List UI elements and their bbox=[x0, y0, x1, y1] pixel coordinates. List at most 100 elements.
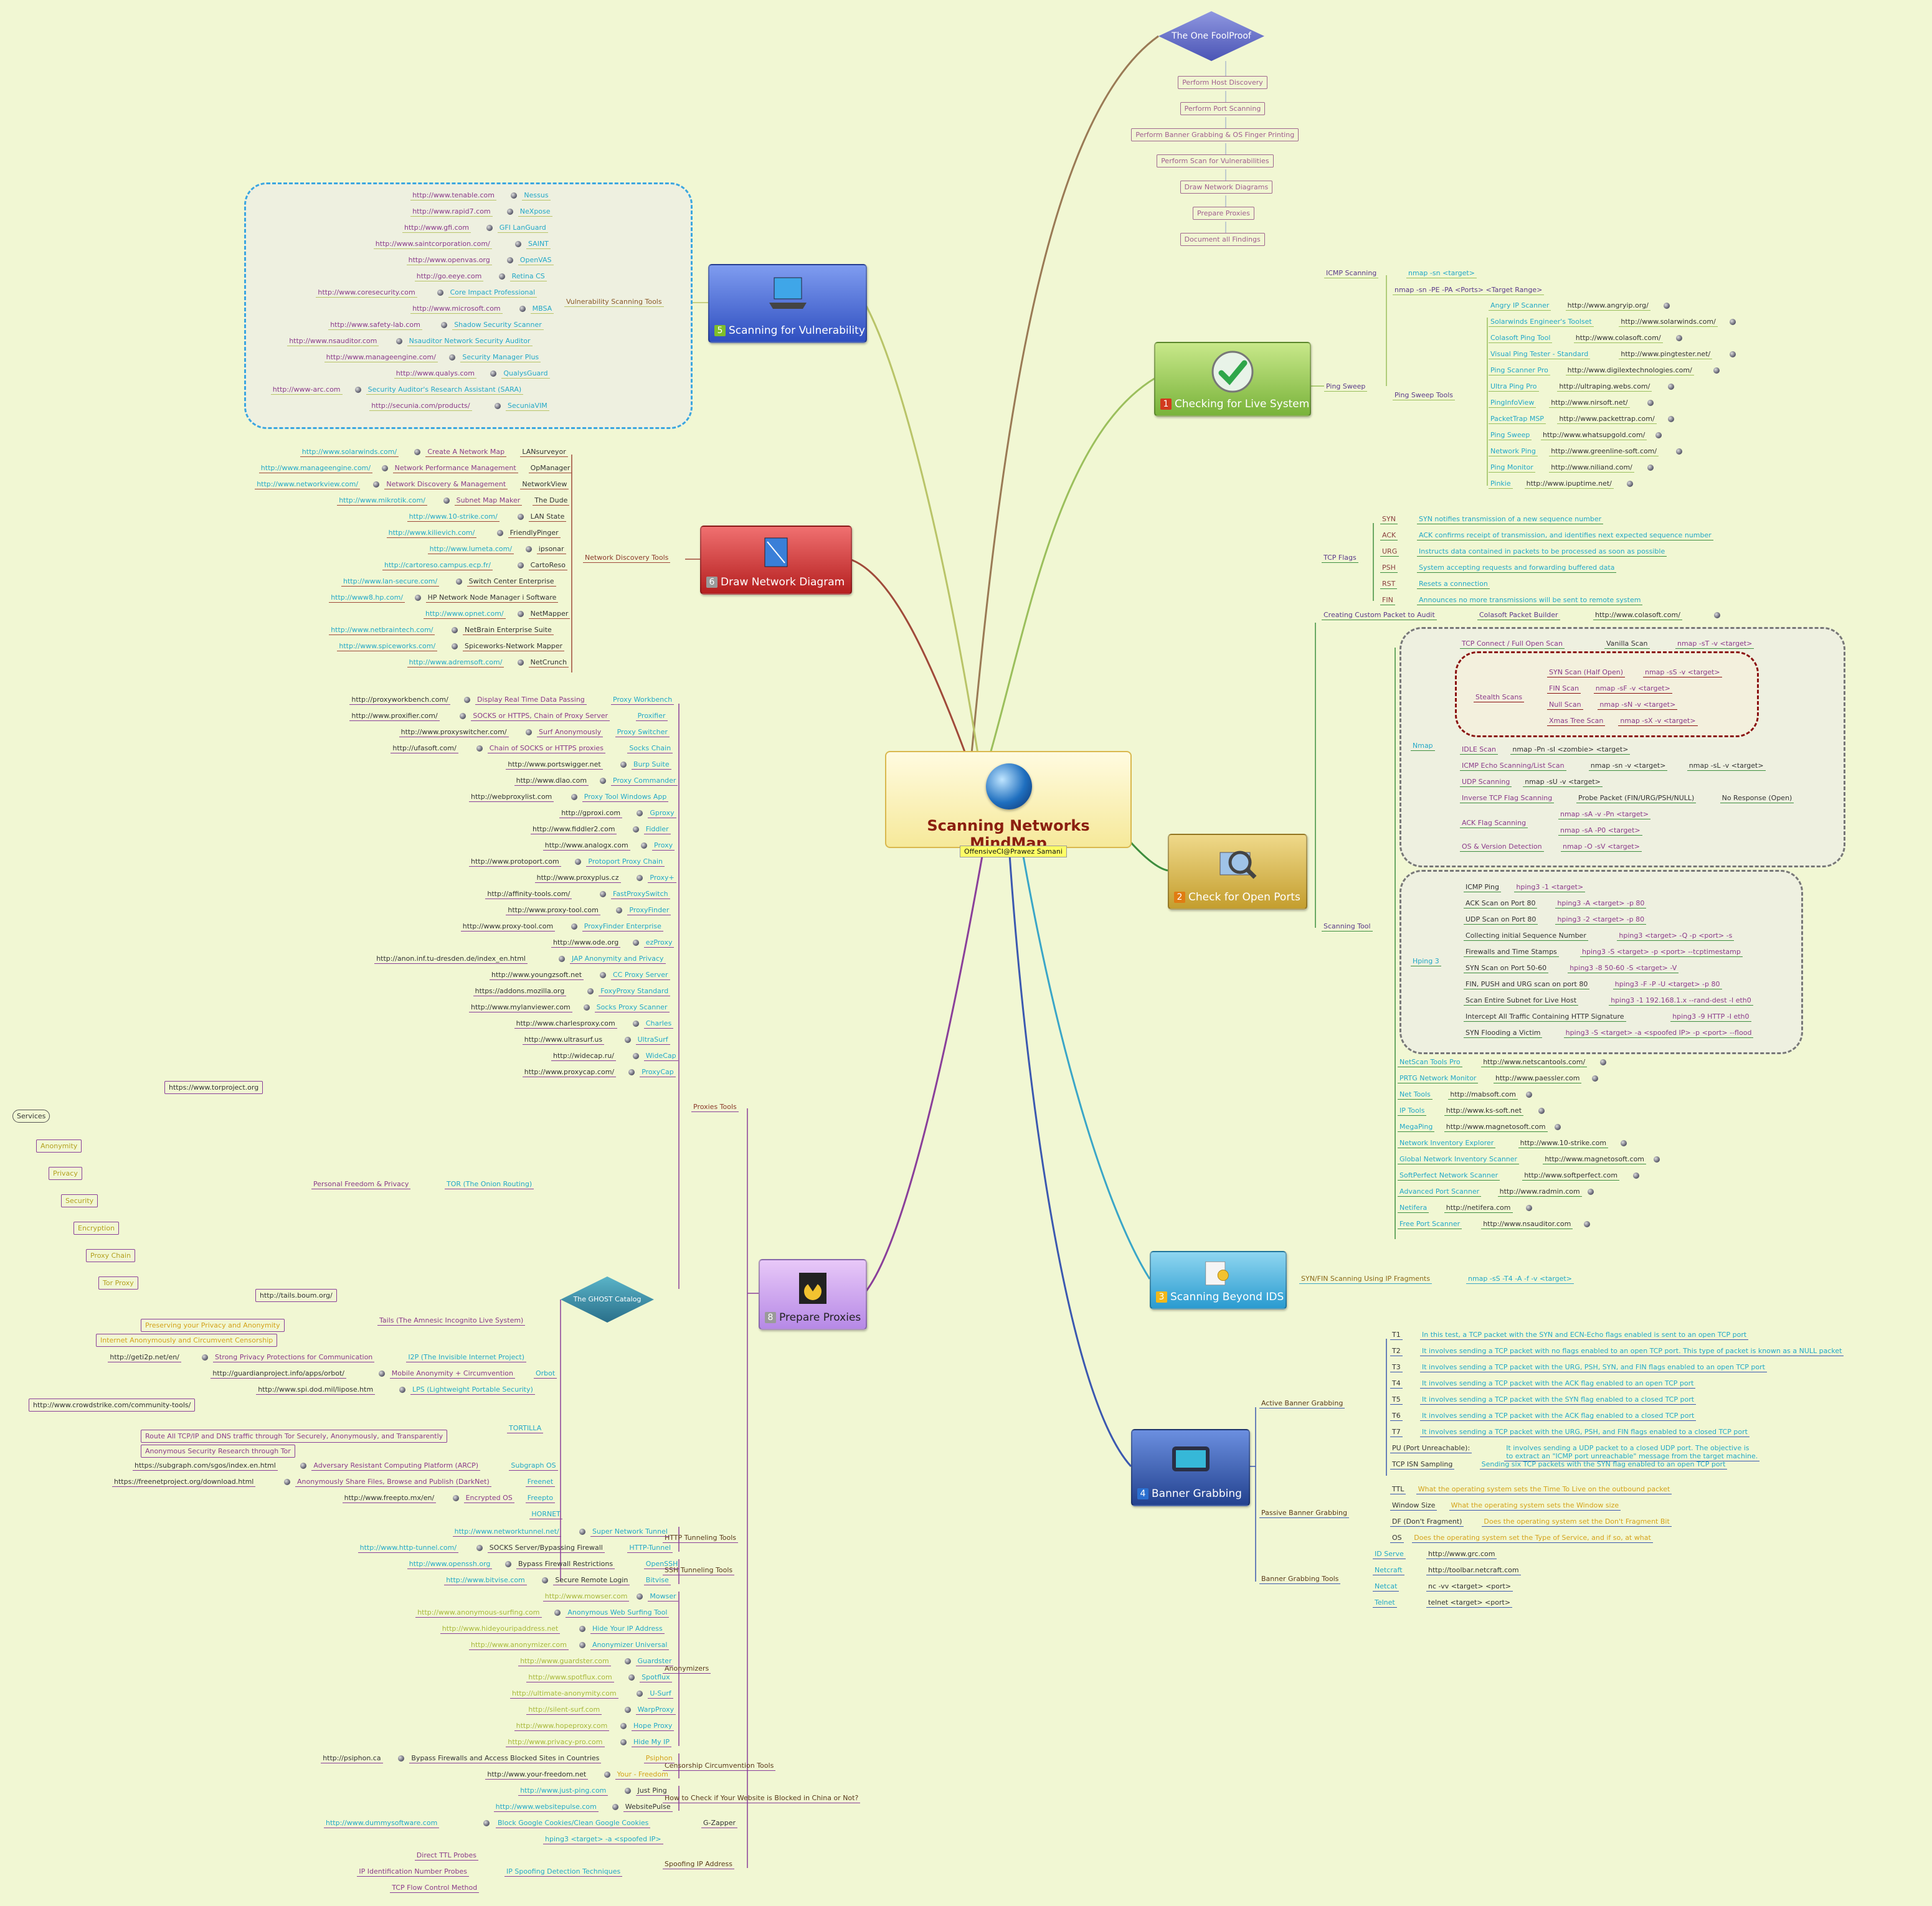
foolproof-step[interactable]: Prepare Proxies bbox=[1193, 207, 1254, 220]
tortilla-desc[interactable]: Route All TCP/IP and DNS traffic through… bbox=[141, 1430, 448, 1443]
custom-packet-tool[interactable]: Colasoft Packet Builder bbox=[1477, 610, 1560, 620]
tor-label[interactable]: TOR (The Onion Routing) bbox=[445, 1179, 534, 1189]
tool-url[interactable]: http://silent-surf.com bbox=[526, 1705, 602, 1715]
web-link-icon[interactable] bbox=[632, 826, 639, 833]
web-link-icon[interactable] bbox=[300, 1463, 307, 1469]
web-link-icon[interactable] bbox=[443, 498, 450, 504]
ping-tool-url[interactable]: http://www.colasoft.com/ bbox=[1573, 333, 1663, 343]
web-link-icon[interactable] bbox=[1655, 432, 1662, 438]
vuln-tool-name[interactable]: Security Auditor's Research Assistant (S… bbox=[366, 385, 524, 395]
tortilla-url[interactable]: http://www.crowdstrike.com/community-too… bbox=[29, 1399, 196, 1412]
group-label[interactable]: SSH Tunneling Tools bbox=[663, 1565, 735, 1575]
ghost-tool-url[interactable]: http://geti2p.net/en/ bbox=[108, 1352, 181, 1362]
web-link-icon[interactable] bbox=[1538, 1108, 1545, 1114]
proxy-tool-url[interactable]: http://www.ode.org bbox=[551, 938, 621, 948]
port-scanner-name[interactable]: Network Inventory Explorer bbox=[1398, 1138, 1496, 1148]
proxy-tool-url[interactable]: http://www.proxifier.com/ bbox=[349, 711, 440, 721]
web-link-icon[interactable] bbox=[632, 1053, 639, 1059]
proxy-tool-name[interactable]: Socks Chain bbox=[627, 743, 673, 753]
proxy-tool-name[interactable]: Proxy Workbench bbox=[611, 695, 675, 705]
vuln-tool-url[interactable]: http://secunia.com/products/ bbox=[369, 401, 472, 411]
vuln-tool-url[interactable]: http://www.safety-lab.com bbox=[328, 320, 422, 330]
web-link-icon[interactable] bbox=[506, 209, 513, 215]
hping-scan-name[interactable]: Intercept All Traffic Containing HTTP Si… bbox=[1464, 1012, 1626, 1022]
proxy-tool-name[interactable]: WideCap bbox=[643, 1051, 678, 1061]
network-map-tool[interactable]: FriendlyPinger bbox=[508, 528, 561, 538]
nmap-scan-cmd-2[interactable]: No Response (Open) bbox=[1720, 793, 1794, 803]
network-map-url[interactable]: http://www.10-strike.com/ bbox=[407, 512, 500, 522]
port-scanner-url[interactable]: http://www.netscantools.com/ bbox=[1481, 1057, 1588, 1067]
stealth-scan-name[interactable]: Null Scan bbox=[1547, 700, 1583, 710]
ghost-tool-url[interactable]: http://www.freepto.mx/en/ bbox=[342, 1493, 437, 1503]
active-test-desc[interactable]: It involves sending a TCP packet with th… bbox=[1420, 1362, 1767, 1372]
web-link-icon[interactable] bbox=[637, 1593, 643, 1600]
proxy-tool-url[interactable]: http://www.fiddler2.com bbox=[531, 824, 617, 834]
hping-scan-cmd[interactable]: hping3 -A <target> -p 80 bbox=[1555, 899, 1647, 908]
spoof-cmd[interactable]: hping3 <target> -a <spoofed IP> bbox=[543, 1834, 663, 1844]
network-map-tool[interactable]: NetworkView bbox=[520, 479, 569, 489]
web-link-icon[interactable] bbox=[600, 891, 606, 897]
web-link-icon[interactable] bbox=[571, 923, 577, 930]
service-item[interactable]: Privacy bbox=[49, 1167, 82, 1180]
icmp-scanning-label[interactable]: ICMP Scanning bbox=[1324, 268, 1379, 278]
banner-tool-name[interactable]: ID Serve bbox=[1373, 1549, 1406, 1559]
web-link-icon[interactable] bbox=[637, 810, 643, 816]
proxy-tool-name[interactable]: Proxy Commander bbox=[611, 776, 678, 786]
tcp-flag-name[interactable]: SYN bbox=[1380, 514, 1398, 524]
vuln-tool-url[interactable]: http://www.coresecurity.com bbox=[316, 288, 417, 298]
tcp-flag-desc[interactable]: Instructs data contained in packets to b… bbox=[1417, 547, 1667, 557]
nmap-scan-name[interactable]: IDLE Scan bbox=[1460, 745, 1499, 755]
web-link-icon[interactable] bbox=[476, 745, 483, 752]
hping-scan-name[interactable]: Scan Entire Subnet for Live Host bbox=[1464, 996, 1579, 1006]
web-link-icon[interactable] bbox=[1676, 335, 1683, 341]
tails-desc[interactable]: Preserving your Privacy and Anonymity bbox=[141, 1319, 285, 1332]
ping-tool-url[interactable]: http://www.angryip.org/ bbox=[1565, 301, 1650, 311]
tool-name[interactable]: Mowser bbox=[648, 1592, 678, 1602]
tool-url[interactable]: http://www.anonymizer.com bbox=[469, 1640, 569, 1650]
web-link-icon[interactable] bbox=[628, 1069, 635, 1075]
ghost-tool-url[interactable]: http://guardianproject.info/apps/orbot/ bbox=[211, 1369, 347, 1379]
nmap-scan-name[interactable]: UDP Scanning bbox=[1460, 777, 1512, 787]
active-test-name[interactable]: T1 bbox=[1390, 1330, 1403, 1340]
web-link-icon[interactable] bbox=[511, 192, 518, 199]
tortilla-desc[interactable]: Anonymous Security Research through Tor bbox=[141, 1445, 295, 1458]
vuln-tool-url[interactable]: http://www.qualys.com bbox=[394, 369, 476, 379]
web-link-icon[interactable] bbox=[554, 1610, 561, 1616]
vuln-tool-name[interactable]: Core Impact Professional bbox=[448, 288, 537, 298]
web-link-icon[interactable] bbox=[1526, 1092, 1533, 1098]
port-scanner-name[interactable]: Netifera bbox=[1398, 1203, 1429, 1213]
web-link-icon[interactable] bbox=[1526, 1205, 1533, 1211]
vuln-tool-url[interactable]: http://www.manageengine.com/ bbox=[324, 352, 438, 362]
passive-test-name[interactable]: Window Size bbox=[1390, 1501, 1437, 1511]
active-test-name[interactable]: T3 bbox=[1390, 1362, 1403, 1372]
vuln-tool-url[interactable]: http://www-arc.com bbox=[270, 385, 343, 395]
banner-tool-url[interactable]: telnet <target> <port> bbox=[1426, 1598, 1513, 1608]
spoofing-label[interactable]: Spoofing IP Address bbox=[663, 1859, 734, 1869]
tool-url[interactable]: http://www.guardster.com bbox=[518, 1656, 611, 1666]
web-link-icon[interactable] bbox=[1583, 1221, 1590, 1227]
port-scanner-name[interactable]: MegaPing bbox=[1398, 1122, 1435, 1132]
network-map-desc[interactable]: Subnet Map Maker bbox=[454, 496, 523, 506]
vuln-tool-url[interactable]: http://www.microsoft.com bbox=[410, 304, 503, 314]
tcp-connect-scan[interactable]: TCP Connect / Full Open Scan bbox=[1460, 639, 1565, 649]
proxy-tool-url[interactable]: http://www.analogx.com bbox=[542, 841, 630, 851]
services-node[interactable]: Services bbox=[12, 1110, 50, 1123]
hping-scan-cmd[interactable]: hping3 -1 <target> bbox=[1514, 882, 1586, 892]
stealth-scan-name[interactable]: FIN Scan bbox=[1547, 684, 1581, 694]
web-link-icon[interactable] bbox=[452, 643, 458, 649]
scanning-tool-label[interactable]: Scanning Tool bbox=[1322, 922, 1373, 932]
ghost-tool-name[interactable]: Freepto bbox=[525, 1493, 556, 1503]
web-link-icon[interactable] bbox=[583, 1004, 590, 1011]
proxy-tool-url[interactable]: http://www.ultrasurf.us bbox=[522, 1035, 605, 1045]
web-link-icon[interactable] bbox=[378, 1371, 385, 1377]
vuln-tool-name[interactable]: Nsauditor Network Security Auditor bbox=[407, 336, 533, 346]
ping-tool-url[interactable]: http://www.solarwinds.com/ bbox=[1619, 317, 1718, 327]
web-link-icon[interactable] bbox=[1668, 384, 1674, 390]
gzapper-url[interactable]: http://www.dummysoftware.com bbox=[324, 1818, 440, 1828]
network-map-url[interactable]: http://www.opnet.com/ bbox=[424, 609, 506, 619]
proxy-tool-name[interactable]: Protoport Proxy Chain bbox=[586, 857, 665, 867]
active-test-desc[interactable]: It involves sending a TCP packet with no… bbox=[1420, 1346, 1844, 1356]
active-test-name[interactable]: T6 bbox=[1390, 1411, 1403, 1421]
web-link-icon[interactable] bbox=[284, 1479, 290, 1485]
web-link-icon[interactable] bbox=[624, 1658, 631, 1664]
